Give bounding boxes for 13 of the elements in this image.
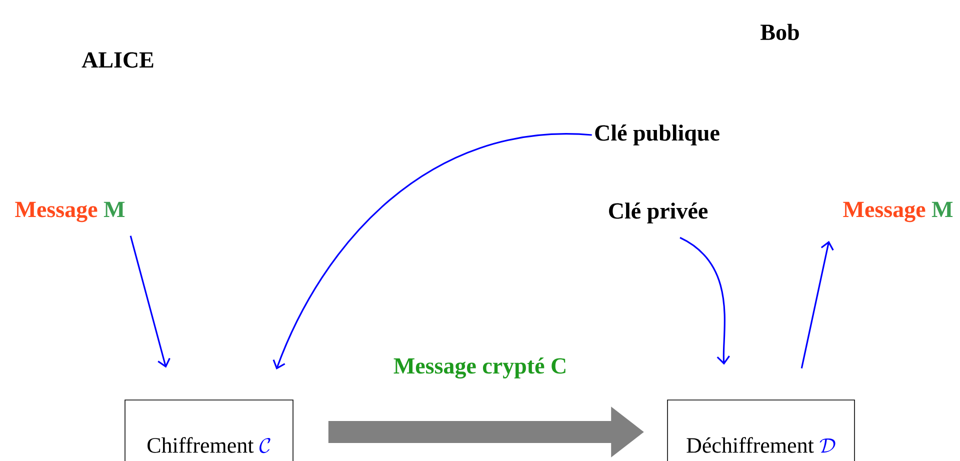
- arrow: [272, 133, 592, 370]
- arrow: [680, 236, 730, 365]
- edge-label: Message crypté C: [391, 355, 570, 381]
- key-label: Clé publique: [595, 124, 720, 146]
- key-label: Clé privée: [609, 202, 708, 224]
- party-name: ALICE: [82, 52, 154, 68]
- arrow: [130, 236, 170, 368]
- process-box: Déchiffrement $\mathcal{D}$: [667, 400, 855, 461]
- message-label: Message M: [15, 202, 125, 222]
- process-box: Chiffrement $\mathcal{C}$: [124, 400, 294, 461]
- party-name: Bob: [760, 24, 799, 40]
- arrow: [800, 240, 834, 368]
- message-label: Message M: [843, 202, 953, 222]
